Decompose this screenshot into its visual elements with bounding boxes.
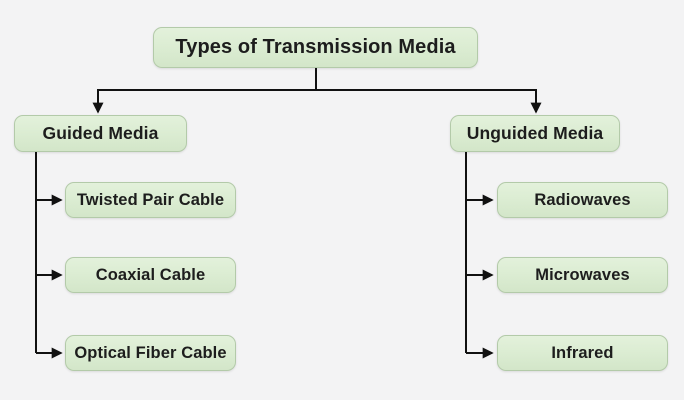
- node-twisted-pair-cable: Twisted Pair Cable: [65, 182, 236, 218]
- node-guided-media: Guided Media: [14, 115, 187, 152]
- node-radiowaves: Radiowaves: [497, 182, 668, 218]
- node-microwaves: Microwaves: [497, 257, 668, 293]
- node-optical-fiber-cable: Optical Fiber Cable: [65, 335, 236, 371]
- connector-root-split: [92, 89, 542, 114]
- node-types-of-transmission-media: Types of Transmission Media: [153, 27, 478, 68]
- node-infrared: Infrared: [497, 335, 668, 371]
- node-unguided-media: Unguided Media: [450, 115, 620, 152]
- node-coaxial-cable: Coaxial Cable: [65, 257, 236, 293]
